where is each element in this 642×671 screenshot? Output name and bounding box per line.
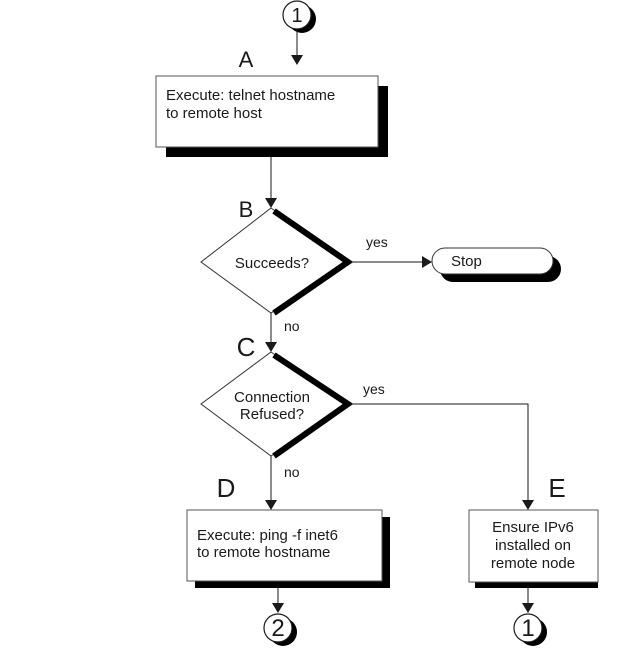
terminal-label: Stop — [451, 253, 482, 270]
step-c-letter: C — [237, 332, 256, 362]
process-box-e: Ensure IPv6 installed on remote node — [468, 509, 599, 588]
process-box-d: Execute: ping -f inet6 to remote hostnam… — [186, 509, 390, 588]
connector-circle — [263, 613, 293, 643]
diamond-shadow — [272, 352, 354, 459]
diamond-shadow — [272, 208, 354, 316]
step-e-text-3: remote node — [491, 555, 575, 572]
step-a-text-1: Execute: telnet hostname — [166, 87, 335, 104]
box-body — [468, 509, 599, 583]
step-e-text-1: Ensure IPv6 — [492, 519, 574, 536]
edge-b-yes-label: yes — [366, 234, 388, 250]
connector-label: 1 — [521, 615, 534, 642]
step-a-letter: A — [239, 47, 254, 72]
edge-c-no-label: no — [284, 464, 300, 480]
step-c-text-2: Refused? — [240, 406, 304, 423]
decision-diamond-c: Connection Refused? — [200, 351, 354, 459]
connector-circle — [282, 0, 312, 30]
terminal-stop: Stop — [431, 247, 561, 282]
connector-circle — [513, 613, 543, 643]
step-e-text-2: installed on — [495, 537, 571, 554]
step-a-text-2: to remote host — [166, 105, 263, 122]
connector-end-e: 1 — [513, 613, 547, 646]
connector-start: 1 — [282, 0, 316, 33]
step-e-letter: E — [548, 473, 565, 503]
step-d-letter: D — [217, 473, 236, 503]
box-body — [155, 75, 379, 148]
box-body — [186, 509, 383, 582]
terminal-body — [431, 247, 554, 275]
connector-label: 2 — [271, 615, 284, 642]
step-d-text-1: Execute: ping -f inet6 — [197, 527, 338, 544]
edge-b-no-label: no — [284, 318, 300, 334]
step-d-text-2: to remote hostname — [197, 544, 330, 561]
step-c-text-1: Connection — [234, 389, 310, 406]
arrow-c-yes-to-e — [350, 403, 534, 510]
step-b-text: Succeeds? — [235, 255, 309, 272]
decision-diamond-b: Succeeds? — [200, 207, 354, 316]
connector-end-d: 2 — [263, 613, 297, 646]
step-b-letter: B — [239, 197, 254, 222]
connector-label: 1 — [291, 5, 302, 27]
edge-c-yes-label: yes — [363, 381, 385, 397]
process-box-a: Execute: telnet hostname to remote host — [155, 75, 388, 157]
